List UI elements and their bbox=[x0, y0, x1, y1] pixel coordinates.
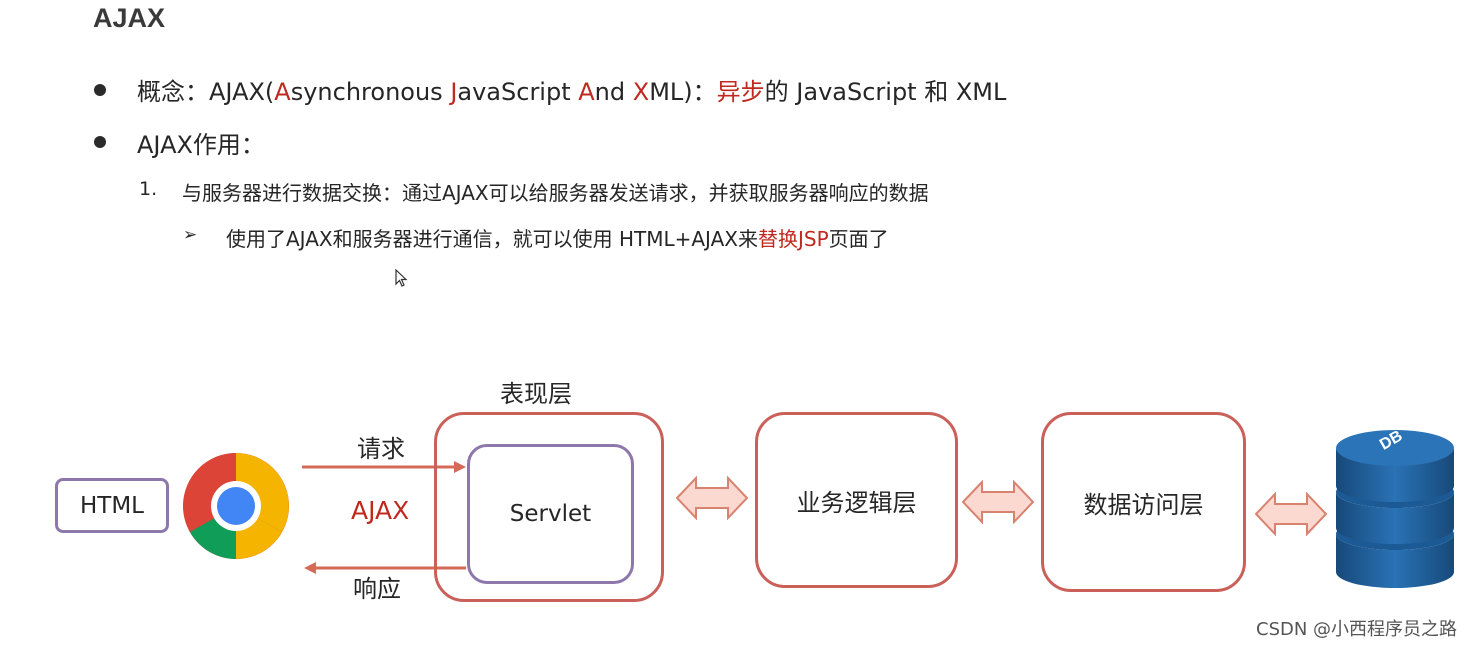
concept-line: 概念：AJAX(Asynchronous JavaScript And XML)… bbox=[137, 72, 1006, 107]
subitem-before: 使用了AJAX和服务器进行通信，就可以使用 HTML+AJAX来 bbox=[226, 227, 758, 251]
mouse-cursor-icon bbox=[395, 269, 408, 287]
word-ml: ML)： bbox=[649, 78, 717, 106]
business-logic-layer-box: 业务逻辑层 bbox=[755, 412, 958, 588]
item-number: 1. bbox=[139, 178, 158, 200]
letter-a2: A bbox=[578, 78, 595, 106]
word-synchronous: synchronous bbox=[290, 78, 451, 106]
async-highlight: 异步 bbox=[716, 78, 765, 106]
html-label: HTML bbox=[79, 492, 144, 519]
html-box: HTML bbox=[55, 478, 169, 533]
request-response-arrows bbox=[302, 461, 466, 574]
ajax-label: AJAX bbox=[351, 496, 410, 525]
arrow-marker-icon: ➢ bbox=[183, 225, 198, 245]
ajax-role-heading: AJAX作用： bbox=[137, 131, 265, 159]
double-arrow-icon bbox=[962, 480, 1034, 524]
servlet-label: Servlet bbox=[509, 501, 592, 527]
slide-title: AJAX bbox=[93, 3, 166, 33]
subitem-highlight: 替换JSP bbox=[758, 227, 829, 251]
database-icon bbox=[1336, 430, 1454, 588]
concept-suffix: 的 JavaScript 和 XML bbox=[764, 78, 1007, 106]
presentation-layer-box bbox=[434, 412, 664, 602]
subitem-after: 页面了 bbox=[828, 227, 889, 251]
item-text: 与服务器进行数据交换：通过AJAX可以给服务器发送请求，并获取服务器响应的数据 bbox=[182, 181, 929, 205]
letter-x: X bbox=[632, 78, 650, 106]
csdn-watermark: CSDN @小西程序员之路 bbox=[1256, 619, 1458, 640]
letter-j: J bbox=[450, 78, 458, 106]
data-access-layer-box: 数据访问层 bbox=[1041, 412, 1246, 592]
servlet-box: Servlet bbox=[467, 444, 634, 584]
response-label: 响应 bbox=[353, 575, 401, 603]
chrome-browser-icon bbox=[183, 453, 289, 559]
subitem-line: 使用了AJAX和服务器进行通信，就可以使用 HTML+AJAX来替换JSP页面了 bbox=[226, 223, 889, 252]
data-access-layer-label: 数据访问层 bbox=[1083, 490, 1204, 519]
request-label: 请求 bbox=[357, 435, 405, 463]
word-javascript: avaScript bbox=[457, 78, 579, 106]
bullet-dot bbox=[94, 136, 106, 148]
double-arrow-icon bbox=[1255, 492, 1327, 536]
double-arrow-icon bbox=[676, 476, 748, 520]
business-logic-layer-label: 业务逻辑层 bbox=[796, 488, 917, 517]
concept-prefix: 概念：AJAX( bbox=[137, 78, 275, 106]
presentation-layer-label: 表现层 bbox=[500, 380, 572, 408]
letter-a: A bbox=[274, 78, 291, 106]
bullet-dot bbox=[94, 84, 106, 96]
word-and: nd bbox=[594, 78, 633, 106]
